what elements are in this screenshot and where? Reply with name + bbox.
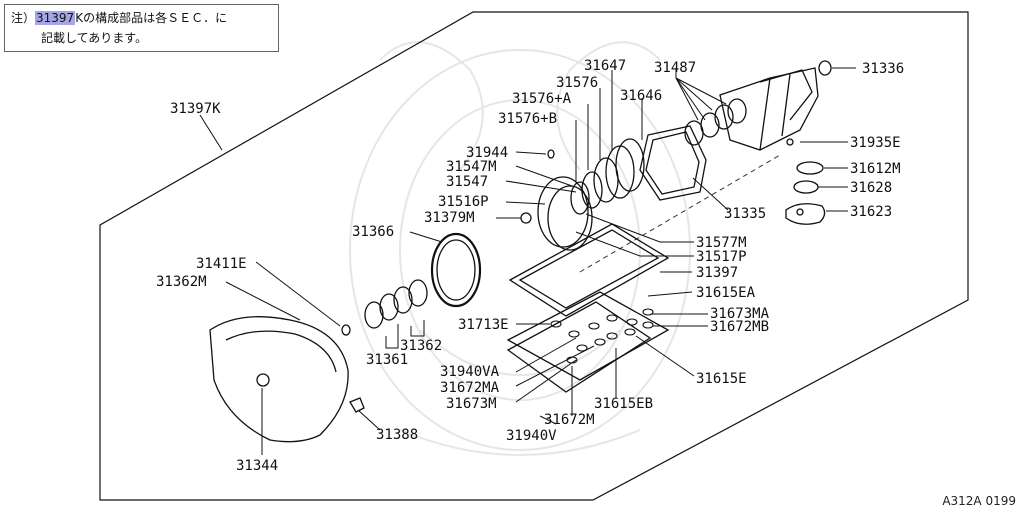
note-box: 注）31397Kの構成部品は各ＳＥＣ．に 記載してあります。 xyxy=(4,4,279,52)
label-31547: 31547 xyxy=(446,174,488,190)
converter-housing-rim xyxy=(225,330,337,373)
oil-pan-gasket-inner xyxy=(518,229,660,309)
label-31612m: 31612M xyxy=(850,161,901,177)
piston-ring-31516p xyxy=(537,176,589,248)
label-31935e: 31935E xyxy=(850,135,901,151)
note-line-1: 注）31397Kの構成部品は各ＳＥＣ．に xyxy=(11,11,227,25)
piston-seal-stack xyxy=(570,138,645,215)
label-31397: 31397 xyxy=(696,265,738,281)
label-31388: 31388 xyxy=(376,427,418,443)
rear-case-gasket-inner xyxy=(645,131,700,195)
label-31379m: 31379M xyxy=(424,210,475,226)
kit-boundary-outline xyxy=(99,11,969,501)
label-31577m: 31577M xyxy=(696,235,747,251)
gasket-ring-31366 xyxy=(430,232,482,308)
label-31615eb: 31615EB xyxy=(594,396,653,412)
gasket-ring-31366-inner xyxy=(436,239,476,301)
label-31940v: 31940V xyxy=(506,428,557,444)
label-31628: 31628 xyxy=(850,180,892,196)
label-31673m: 31673M xyxy=(446,396,497,412)
o-ring-31935e xyxy=(786,138,794,146)
label-31944: 31944 xyxy=(466,145,508,161)
seal-31411e xyxy=(341,324,351,336)
label-31646: 31646 xyxy=(620,88,662,104)
diagram-code: A312A 0199 xyxy=(942,494,1016,508)
label-31547m: 31547M xyxy=(446,159,497,175)
label-31615ea: 31615EA xyxy=(696,285,756,301)
label-31366: 31366 xyxy=(352,224,394,240)
label-31576: 31576 xyxy=(556,75,598,91)
o-ring-31628 xyxy=(793,180,819,194)
label-31516p: 31516P xyxy=(438,194,489,210)
gasket-31623-hole xyxy=(796,208,804,216)
label-31647: 31647 xyxy=(584,58,626,74)
seal-31944 xyxy=(547,149,555,159)
cover-gasket-31623 xyxy=(785,203,826,225)
small-o-rings xyxy=(550,308,654,364)
o-ring-31612m xyxy=(796,161,824,175)
label-31672ma: 31672MA xyxy=(440,380,500,396)
oil-pan-gasket xyxy=(508,223,670,317)
label-31576-a: 31576+A xyxy=(512,91,572,107)
seal-rings-31487 xyxy=(684,98,747,146)
label-31940va: 31940VA xyxy=(440,364,500,380)
label-31362m: 31362M xyxy=(156,274,207,290)
label-31411e: 31411E xyxy=(196,256,247,272)
label-31362: 31362 xyxy=(400,338,442,354)
seals-31361-31362 xyxy=(364,279,428,329)
label-31487: 31487 xyxy=(654,60,696,76)
note-highlight-part-number[interactable]: 31397 xyxy=(35,11,76,25)
separator-plate xyxy=(506,301,652,393)
label-31361: 31361 xyxy=(366,352,408,368)
alignment-dashed-line xyxy=(579,154,781,273)
part-31388 xyxy=(349,397,365,413)
part-labels: 31397K 31336 31487 31647 31576 31576+A 3… xyxy=(156,58,904,474)
label-31335: 31335 xyxy=(724,206,766,222)
label-31615e: 31615E xyxy=(696,371,747,387)
label-31672m: 31672M xyxy=(544,412,595,428)
converter-housing-boss xyxy=(256,373,270,387)
converter-housing xyxy=(209,316,349,443)
label-31517p: 31517P xyxy=(696,249,747,265)
rear-oil-seal xyxy=(818,60,832,76)
note-line-1-text: Kの構成部品は各ＳＥＣ．に xyxy=(75,11,228,25)
extension-housing xyxy=(719,67,819,151)
piston-ring-31577m xyxy=(547,185,593,251)
label-31672mb: 31672MB xyxy=(710,319,769,335)
label-31336: 31336 xyxy=(862,61,904,77)
label-31344: 31344 xyxy=(236,458,278,474)
label-31713e: 31713E xyxy=(458,317,509,333)
plug-31379m xyxy=(520,212,532,224)
note-line-2: 記載してあります。 xyxy=(41,31,148,45)
label-31673ma: 31673MA xyxy=(710,306,770,322)
label-31397k: 31397K xyxy=(170,101,221,117)
label-31623: 31623 xyxy=(850,204,892,220)
watermark-emblem xyxy=(349,41,691,456)
valve-body-plate xyxy=(506,291,670,381)
rear-case-gasket xyxy=(639,125,707,201)
note-prefix: 注） xyxy=(11,11,36,25)
leader-lines xyxy=(199,67,856,455)
label-31576-b: 31576+B xyxy=(498,111,557,127)
